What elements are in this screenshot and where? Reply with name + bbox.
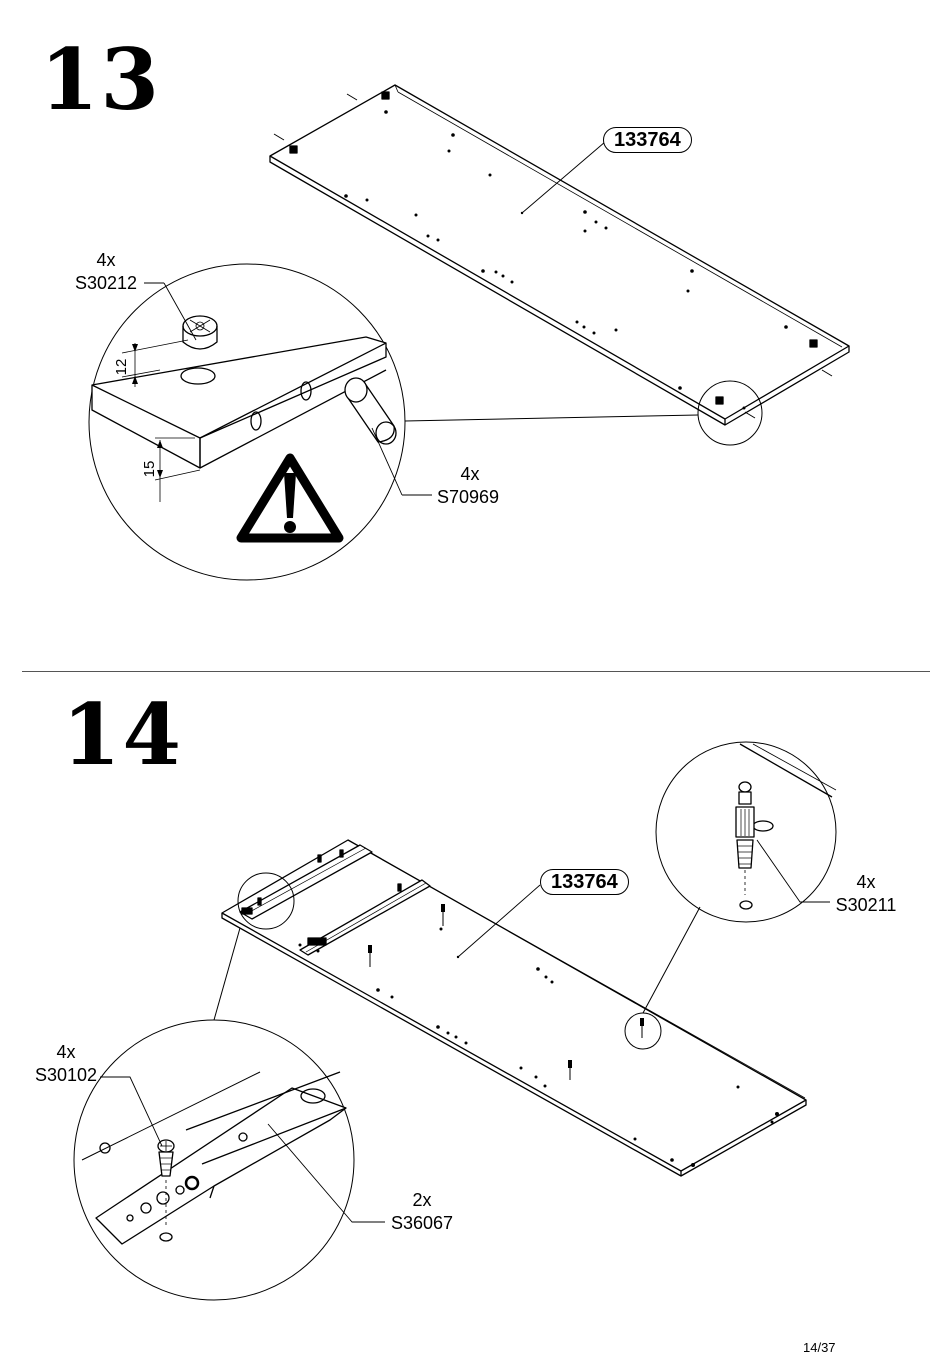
page-number: 14/37: [803, 1340, 836, 1355]
step14-callout-rail-qty: 2x: [412, 1190, 432, 1210]
dimension-15-label: 15: [141, 460, 158, 478]
step14-callout-bolt-code: S30211: [835, 895, 897, 915]
dimension-12-label: 12: [113, 358, 130, 376]
step13-callout-cam-code: S30212: [74, 273, 138, 293]
step-13-number: 13: [40, 30, 161, 129]
step14-callout-screw-qty: 4x: [56, 1042, 76, 1062]
warning-icon: [236, 453, 344, 543]
step14-panel: [221, 839, 807, 1177]
step14-right-detail: [642, 741, 837, 1014]
step14-part-label: 133764: [540, 869, 629, 895]
step13-callout-dowel-qty: 4x: [460, 464, 480, 484]
step14-callout-rail-code: S36067: [390, 1213, 454, 1233]
step14-callout-bolt-qty: 4x: [856, 872, 876, 892]
step13-panel: [269, 84, 850, 446]
step13-detail: [88, 263, 699, 581]
section-divider: [22, 671, 930, 672]
step13-callout-dowel-code: S70969: [436, 487, 500, 507]
step13-part-label: 133764: [603, 127, 692, 153]
step13-callout-cam-qty: 4x: [96, 250, 116, 270]
step-14-number: 14: [62, 685, 183, 784]
step14-callout-screw-code: S30102: [34, 1065, 98, 1085]
step14-left-detail: [73, 927, 385, 1301]
